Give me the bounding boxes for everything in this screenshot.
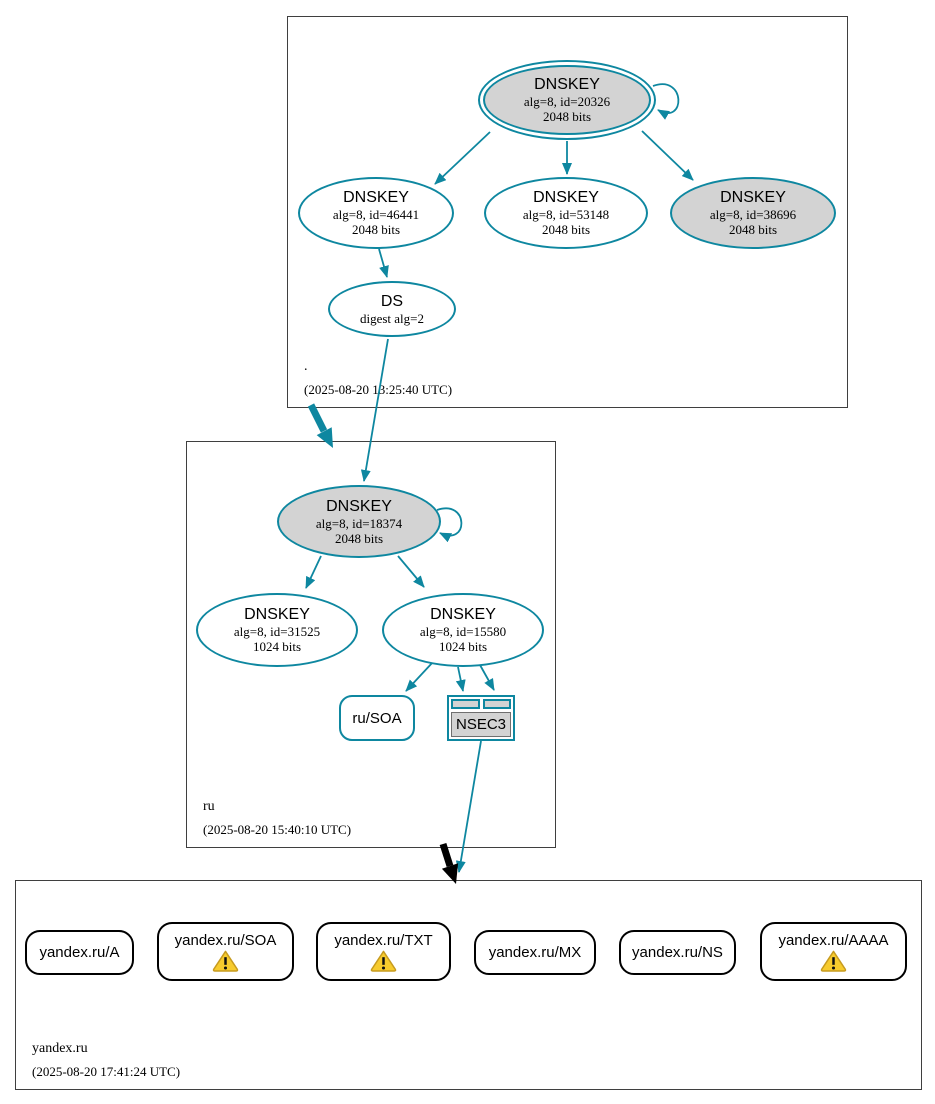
node-bits: 1024 bits <box>438 639 488 654</box>
dnskey-node-20326[interactable]: DNSKEY alg=8, id=20326 2048 bits <box>478 60 656 140</box>
dnskey-node-15580[interactable]: DNSKEY alg=8, id=15580 1024 bits <box>382 593 544 667</box>
rrset-label: ru/SOA <box>352 709 402 727</box>
rrset-node-ru-soa[interactable]: ru/SOA <box>339 695 415 741</box>
zone-timestamp-yandex-ru: (2025-08-20 17:41:24 UTC) <box>32 1064 181 1079</box>
dnskey-node-53148[interactable]: DNSKEY alg=8, id=53148 2048 bits <box>484 177 648 249</box>
node-title: DNSKEY <box>326 497 392 515</box>
rrset-label: yandex.ru/MX <box>488 944 582 961</box>
warning-icon <box>820 950 847 972</box>
zone-label-root: . <box>304 359 308 374</box>
node-bits: 2048 bits <box>541 222 591 237</box>
rrset-node-yandex-ru-mx[interactable]: yandex.ru/MX <box>474 930 596 975</box>
rrset-node-yandex-ru-soa[interactable]: yandex.ru/SOA <box>157 922 294 981</box>
rrset-label: yandex.ru/SOA <box>174 931 277 949</box>
node-bits: 2048 bits <box>542 109 592 124</box>
node-digest-alg: digest alg=2 <box>359 310 425 326</box>
dnskey-node-46441[interactable]: DNSKEY alg=8, id=46441 2048 bits <box>298 177 454 249</box>
rrset-node-yandex-ru-a[interactable]: yandex.ru/A <box>25 930 134 975</box>
node-bits: 2048 bits <box>334 530 384 546</box>
rrset-label: yandex.ru/NS <box>632 944 723 961</box>
rrset-node-yandex-ru-txt[interactable]: yandex.ru/TXT <box>316 922 451 981</box>
node-title: DNSKEY <box>720 189 786 206</box>
rrset-label: yandex.ru/AAAA <box>778 931 889 949</box>
node-alg-id: alg=8, id=31525 <box>233 624 321 639</box>
nsec3-body: NSEC3 <box>451 712 511 737</box>
node-alg-id: alg=8, id=18374 <box>315 515 403 531</box>
node-title: DNSKEY <box>533 189 599 206</box>
node-title: DNSKEY <box>343 189 409 206</box>
node-bits: 2048 bits <box>728 222 778 237</box>
nsec3-node[interactable]: NSEC3 <box>447 695 515 741</box>
dnskey-node-38696[interactable]: DNSKEY alg=8, id=38696 2048 bits <box>670 177 836 249</box>
node-title: DNSKEY <box>244 606 310 623</box>
nsec3-header-cells <box>451 699 511 709</box>
zone-label-yandex-ru: yandex.ru <box>32 1041 88 1056</box>
dnskey-node-20326-inner: DNSKEY alg=8, id=20326 2048 bits <box>483 65 651 135</box>
ds-node[interactable]: DS digest alg=2 <box>328 281 456 337</box>
node-title: DNSKEY <box>534 76 600 93</box>
zone-timestamp-root: (2025-08-20 13:25:40 UTC) <box>304 382 453 397</box>
node-alg-id: alg=8, id=38696 <box>709 207 797 222</box>
warning-icon <box>212 950 239 972</box>
node-bits: 2048 bits <box>351 222 401 237</box>
nsec3-cell-right <box>482 699 511 709</box>
edge-delegation-root-to-ru-shaft <box>307 403 328 433</box>
node-title: DNSKEY <box>430 606 496 623</box>
node-alg-id: alg=8, id=53148 <box>522 207 610 222</box>
rrset-label: yandex.ru/A <box>39 944 120 961</box>
zone-label-ru: ru <box>203 799 215 814</box>
rrset-node-yandex-ru-aaaa[interactable]: yandex.ru/AAAA <box>760 922 907 981</box>
nsec3-label: NSEC3 <box>455 716 507 733</box>
dnskey-node-31525[interactable]: DNSKEY alg=8, id=31525 1024 bits <box>196 593 358 667</box>
node-bits: 1024 bits <box>252 639 302 654</box>
node-alg-id: alg=8, id=15580 <box>419 624 507 639</box>
node-alg-id: alg=8, id=20326 <box>523 94 611 109</box>
dnskey-node-18374[interactable]: DNSKEY alg=8, id=18374 2048 bits <box>277 485 441 558</box>
node-alg-id: alg=8, id=46441 <box>332 207 420 222</box>
zone-box-yandex-ru: yandex.ru (2025-08-20 17:41:24 UTC) <box>15 880 922 1090</box>
node-title: DS <box>380 292 404 310</box>
nsec3-cell-left <box>451 699 480 709</box>
zone-timestamp-ru: (2025-08-20 15:40:10 UTC) <box>203 822 352 837</box>
rrset-node-yandex-ru-ns[interactable]: yandex.ru/NS <box>619 930 736 975</box>
warning-icon <box>370 950 397 972</box>
rrset-label: yandex.ru/TXT <box>334 931 433 949</box>
